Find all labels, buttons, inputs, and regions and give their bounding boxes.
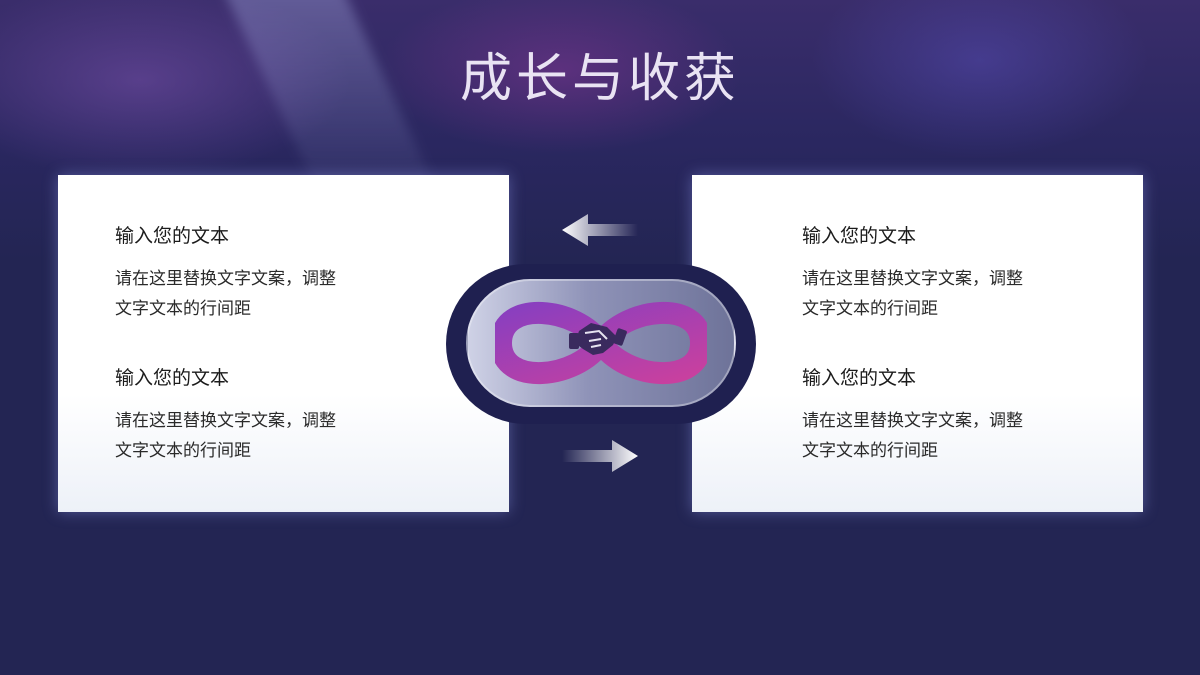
body-line: 文字文本的行间距 xyxy=(115,299,251,319)
block-heading: 输入您的文本 xyxy=(802,225,917,247)
body-line: 请在这里替换文字文案，调整 xyxy=(802,411,1023,431)
block-heading: 输入您的文本 xyxy=(802,367,917,389)
arrow-left-icon xyxy=(562,214,638,246)
block-body: 请在这里替换文字文案，调整 文字文本的行间距 xyxy=(115,406,405,466)
body-line: 文字文本的行间距 xyxy=(802,299,938,319)
body-line: 请在这里替换文字文案，调整 xyxy=(115,269,336,289)
infinity-handshake-icon xyxy=(495,301,707,385)
arrow-right-icon xyxy=(562,440,638,472)
text-card-right: 输入您的文本 请在这里替换文字文案，调整 文字文本的行间距 输入您的文本 请在这… xyxy=(692,175,1143,512)
block-body: 请在这里替换文字文案，调整 文字文本的行间距 xyxy=(115,264,405,324)
text-block: 输入您的文本 请在这里替换文字文案，调整 文字文本的行间距 xyxy=(802,221,1092,324)
block-body: 请在这里替换文字文案，调整 文字文本的行间距 xyxy=(802,406,1092,466)
body-line: 请在这里替换文字文案，调整 xyxy=(115,411,336,431)
handshake-icon xyxy=(569,323,627,355)
text-card-left: 输入您的文本 请在这里替换文字文案，调整 文字文本的行间距 输入您的文本 请在这… xyxy=(58,175,509,512)
text-block: 输入您的文本 请在这里替换文字文案，调整 文字文本的行间距 xyxy=(802,363,1092,466)
body-line: 文字文本的行间距 xyxy=(115,441,251,461)
body-line: 文字文本的行间距 xyxy=(802,441,938,461)
text-block: 输入您的文本 请在这里替换文字文案，调整 文字文本的行间距 xyxy=(115,363,405,466)
block-body: 请在这里替换文字文案，调整 文字文本的行间距 xyxy=(802,264,1092,324)
slide-title: 成长与收获 xyxy=(459,49,740,109)
body-line: 请在这里替换文字文案，调整 xyxy=(802,269,1023,289)
text-block: 输入您的文本 请在这里替换文字文案，调整 文字文本的行间距 xyxy=(115,221,405,324)
block-heading: 输入您的文本 xyxy=(115,367,230,389)
block-heading: 输入您的文本 xyxy=(115,225,230,247)
